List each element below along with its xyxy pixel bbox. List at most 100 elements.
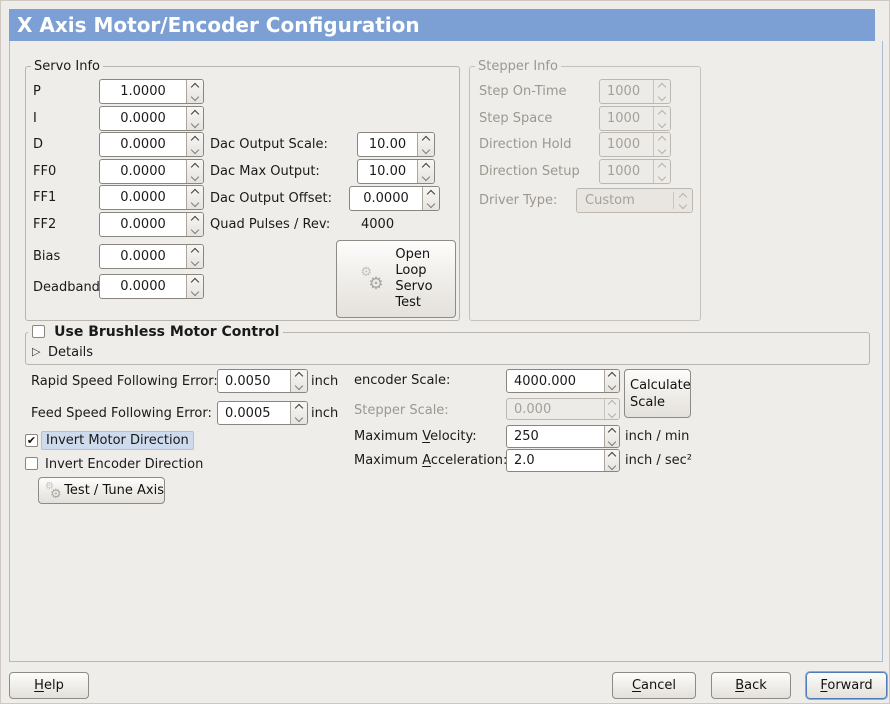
spin-buttons[interactable] — [604, 450, 619, 471]
spin-down-icon[interactable] — [190, 119, 200, 128]
invert-encoder-direction-label[interactable]: Invert Encoder Direction — [45, 457, 204, 472]
spin-down-icon[interactable] — [190, 287, 200, 296]
servo-info-frame-title: Servo Info — [31, 59, 103, 74]
maximum-velocity-spinbox[interactable]: 250 — [506, 425, 620, 448]
gears-icon: ⚙ ⚙ — [45, 480, 62, 502]
spin-buttons[interactable] — [417, 133, 434, 156]
spin-down-icon[interactable] — [190, 92, 200, 101]
spin-buttons[interactable] — [186, 133, 203, 156]
spin-buttons[interactable] — [186, 107, 203, 130]
ff2-label: FF2 — [33, 217, 57, 232]
rapid-following-error-spinbox[interactable]: 0.0050 — [217, 369, 308, 393]
test-tune-axis-button[interactable]: ⚙ ⚙ Test / Tune Axis — [38, 477, 165, 504]
dac-output-offset-spinbox[interactable]: 0.0000 — [349, 186, 440, 211]
spin-down-icon[interactable] — [294, 413, 304, 423]
dac-output-scale-label: Dac Output Scale: — [210, 137, 328, 152]
spin-down-icon[interactable] — [426, 199, 436, 208]
spin-up-icon[interactable] — [190, 277, 200, 286]
spin-up-icon[interactable] — [294, 371, 304, 381]
spin-down-icon[interactable] — [190, 257, 200, 266]
spin-up-icon[interactable] — [607, 427, 617, 436]
spin-up-icon[interactable] — [426, 189, 436, 198]
combo-arrows-icon — [674, 192, 692, 209]
spin-buttons[interactable] — [290, 402, 307, 424]
invert-encoder-direction-checkbox[interactable] — [25, 457, 38, 470]
spin-buttons[interactable] — [422, 187, 439, 210]
spin-down-icon[interactable] — [190, 172, 200, 181]
gears-icon: ⚙ ⚙ — [360, 265, 384, 294]
spin-up-icon[interactable] — [294, 403, 304, 413]
spin-up-icon[interactable] — [190, 215, 200, 224]
help-button[interactable]: Help — [9, 672, 89, 699]
cancel-button-label: Cancel — [631, 678, 677, 693]
ff1-label: FF1 — [33, 190, 57, 205]
ff1-spinbox[interactable]: 0.0000 — [99, 185, 204, 210]
spin-up-icon[interactable] — [190, 188, 200, 197]
ff2-spinbox[interactable]: 0.0000 — [99, 212, 204, 237]
deadband-spinbox[interactable]: 0.0000 — [99, 274, 204, 299]
bias-spinbox[interactable]: 0.0000 — [99, 244, 204, 269]
spin-buttons[interactable] — [186, 275, 203, 298]
spin-buttons[interactable] — [417, 160, 434, 183]
spin-up-icon[interactable] — [190, 135, 200, 144]
deadband-label: Deadband — [33, 280, 100, 295]
spin-down-icon[interactable] — [607, 381, 617, 391]
back-button[interactable]: Back — [711, 672, 791, 699]
maximum-acceleration-spinbox[interactable]: 2.0 — [506, 449, 620, 472]
invert-motor-direction-checkbox[interactable]: ✔ — [25, 434, 38, 447]
cancel-button[interactable]: Cancel — [612, 672, 696, 699]
open-loop-button-label: Open Loop Servo Test — [395, 247, 433, 310]
spin-buttons[interactable] — [290, 370, 307, 392]
spin-down-icon[interactable] — [607, 461, 617, 470]
spin-down-icon[interactable] — [190, 198, 200, 207]
spin-buttons[interactable] — [604, 370, 619, 392]
spin-buttons[interactable] — [186, 245, 203, 268]
d-spinbox[interactable]: 0.0000 — [99, 132, 204, 157]
spin-down-icon[interactable] — [421, 172, 431, 181]
forward-button[interactable]: Forward — [806, 672, 887, 699]
spin-up-icon[interactable] — [190, 109, 200, 118]
encoder-scale-spinbox[interactable]: 4000.000 — [506, 369, 620, 393]
open-loop-servo-test-button[interactable]: ⚙ ⚙ Open Loop Servo Test — [336, 240, 456, 318]
calculate-scale-button[interactable]: Calculate Scale — [624, 369, 691, 418]
feed-following-error-spinbox[interactable]: 0.0005 — [217, 401, 308, 425]
p-spinbox[interactable]: 1.0000 — [99, 79, 204, 104]
back-button-label: Back — [735, 678, 767, 693]
spin-down-icon[interactable] — [190, 225, 200, 234]
encoder-scale-label: encoder Scale: — [354, 373, 451, 388]
spin-buttons[interactable] — [186, 186, 203, 209]
spin-up-icon[interactable] — [421, 162, 431, 171]
spin-up-icon[interactable] — [607, 451, 617, 460]
spin-up-icon[interactable] — [190, 82, 200, 91]
use-brushless-checkbox[interactable] — [32, 325, 45, 338]
spin-down-icon[interactable] — [607, 437, 617, 446]
dac-output-scale-spinbox[interactable]: 10.00 — [357, 132, 435, 157]
i-spinbox[interactable]: 0.0000 — [99, 106, 204, 131]
direction-hold-spinbox: 1000 — [599, 132, 671, 157]
spin-up-icon[interactable] — [607, 371, 617, 381]
details-expander-label[interactable]: Details — [48, 345, 94, 360]
invert-motor-direction-label[interactable]: Invert Motor Direction — [41, 431, 194, 450]
spin-up-icon — [657, 109, 667, 118]
spin-up-icon[interactable] — [421, 135, 431, 144]
spin-up-icon[interactable] — [190, 162, 200, 171]
spin-buttons[interactable] — [186, 160, 203, 183]
rapid-following-error-unit: inch — [311, 374, 339, 389]
spin-up-icon[interactable] — [190, 247, 200, 256]
spin-buttons[interactable] — [186, 80, 203, 103]
step-on-time-spinbox: 1000 — [599, 79, 671, 104]
spin-buttons[interactable] — [604, 426, 619, 447]
dac-max-output-spinbox[interactable]: 10.00 — [357, 159, 435, 184]
spin-down-icon — [657, 92, 667, 101]
spin-down-icon[interactable] — [421, 145, 431, 154]
spin-up-icon — [657, 162, 667, 171]
details-expander-icon[interactable]: ▷ — [32, 345, 41, 358]
ff0-spinbox[interactable]: 0.0000 — [99, 159, 204, 184]
spin-up-icon — [657, 135, 667, 144]
spin-down-icon[interactable] — [294, 381, 304, 391]
spin-buttons[interactable] — [186, 213, 203, 236]
stepper-info-frame-title: Stepper Info — [475, 59, 561, 74]
direction-hold-label: Direction Hold — [479, 137, 572, 152]
spin-down-icon[interactable] — [190, 145, 200, 154]
